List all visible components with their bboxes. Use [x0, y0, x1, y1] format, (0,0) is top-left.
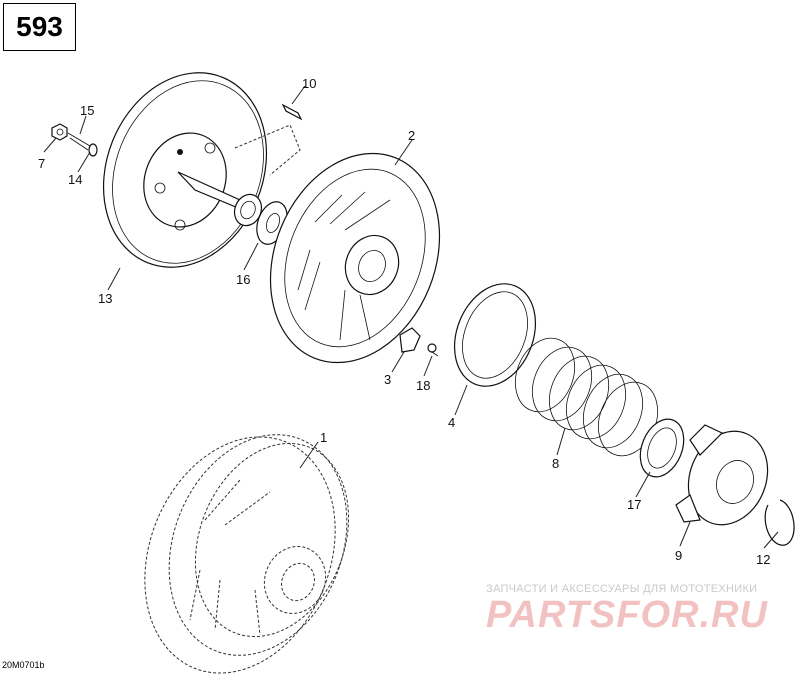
page-number-badge: 593: [3, 3, 76, 51]
screw-part-18[interactable]: [427, 343, 439, 357]
callout-18: 18: [416, 378, 430, 393]
washer-part-17[interactable]: [632, 413, 692, 484]
movable-sheave-part-2[interactable]: [240, 128, 469, 388]
callout-12: 12: [756, 552, 770, 567]
watermark-logo: PARTSFOR.RU: [486, 594, 768, 636]
callout-16: 16: [236, 272, 250, 287]
fixed-sheave-part-13[interactable]: [75, 48, 301, 292]
callout-3: 3: [384, 372, 391, 387]
callout-14: 14: [68, 172, 82, 187]
document-code: 20M0701b: [2, 660, 45, 670]
slider-part-3[interactable]: [399, 327, 421, 353]
callout-8: 8: [552, 456, 559, 471]
callout-4: 4: [448, 415, 455, 430]
washer-part-14[interactable]: [88, 143, 98, 157]
key-part-10[interactable]: [281, 103, 303, 121]
leader-lines: [43, 85, 779, 549]
bolt-part-15[interactable]: [67, 132, 91, 151]
callout-7: 7: [38, 156, 45, 171]
nut-part-7[interactable]: [51, 123, 68, 141]
callout-2: 2: [408, 128, 415, 143]
callout-17: 17: [627, 497, 641, 512]
callout-10: 10: [302, 76, 316, 91]
callout-15: 15: [80, 103, 94, 118]
assembled-pulley-part-1[interactable]: [111, 408, 379, 675]
watermark-caption: ЗАПЧАСТИ И АКСЕССУАРЫ ДЛЯ МОТОТЕХНИКИ: [486, 583, 758, 595]
callout-9: 9: [675, 548, 682, 563]
callout-1: 1: [320, 430, 327, 445]
circlip-part-12[interactable]: [764, 499, 795, 546]
cam-part-9[interactable]: [675, 419, 781, 536]
callout-labels: 1 2 3 4 7 8 9 10 12 13 14 15 16 17 18: [38, 76, 770, 567]
callout-13: 13: [98, 291, 112, 306]
ring-part-4[interactable]: [440, 272, 550, 399]
